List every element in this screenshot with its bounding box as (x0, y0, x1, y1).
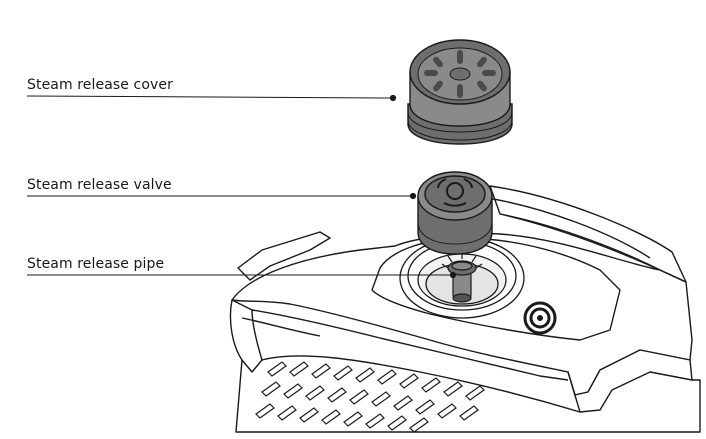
steam-release-valve-part (417, 171, 493, 255)
cooker-front-vents (255, 361, 485, 433)
label-steam-release-valve: Steam release valve (27, 177, 172, 193)
leader-line-cover (26, 95, 393, 99)
callout-leaders (26, 94, 457, 279)
steam-release-pipe-part (441, 253, 483, 303)
label-steam-release-cover: Steam release cover (27, 77, 173, 93)
lid-lower-rim (229, 299, 263, 373)
leader-dot-pipe (449, 271, 457, 279)
label-steam-release-pipe: Steam release pipe (27, 256, 165, 272)
pressure-indicator-button (523, 301, 557, 335)
lid-left-handle (237, 231, 331, 281)
leader-dot-cover (389, 94, 397, 102)
steam-release-cover-part (407, 39, 513, 145)
cover-grip-ribs (424, 50, 496, 98)
leader-dot-valve (409, 192, 417, 200)
